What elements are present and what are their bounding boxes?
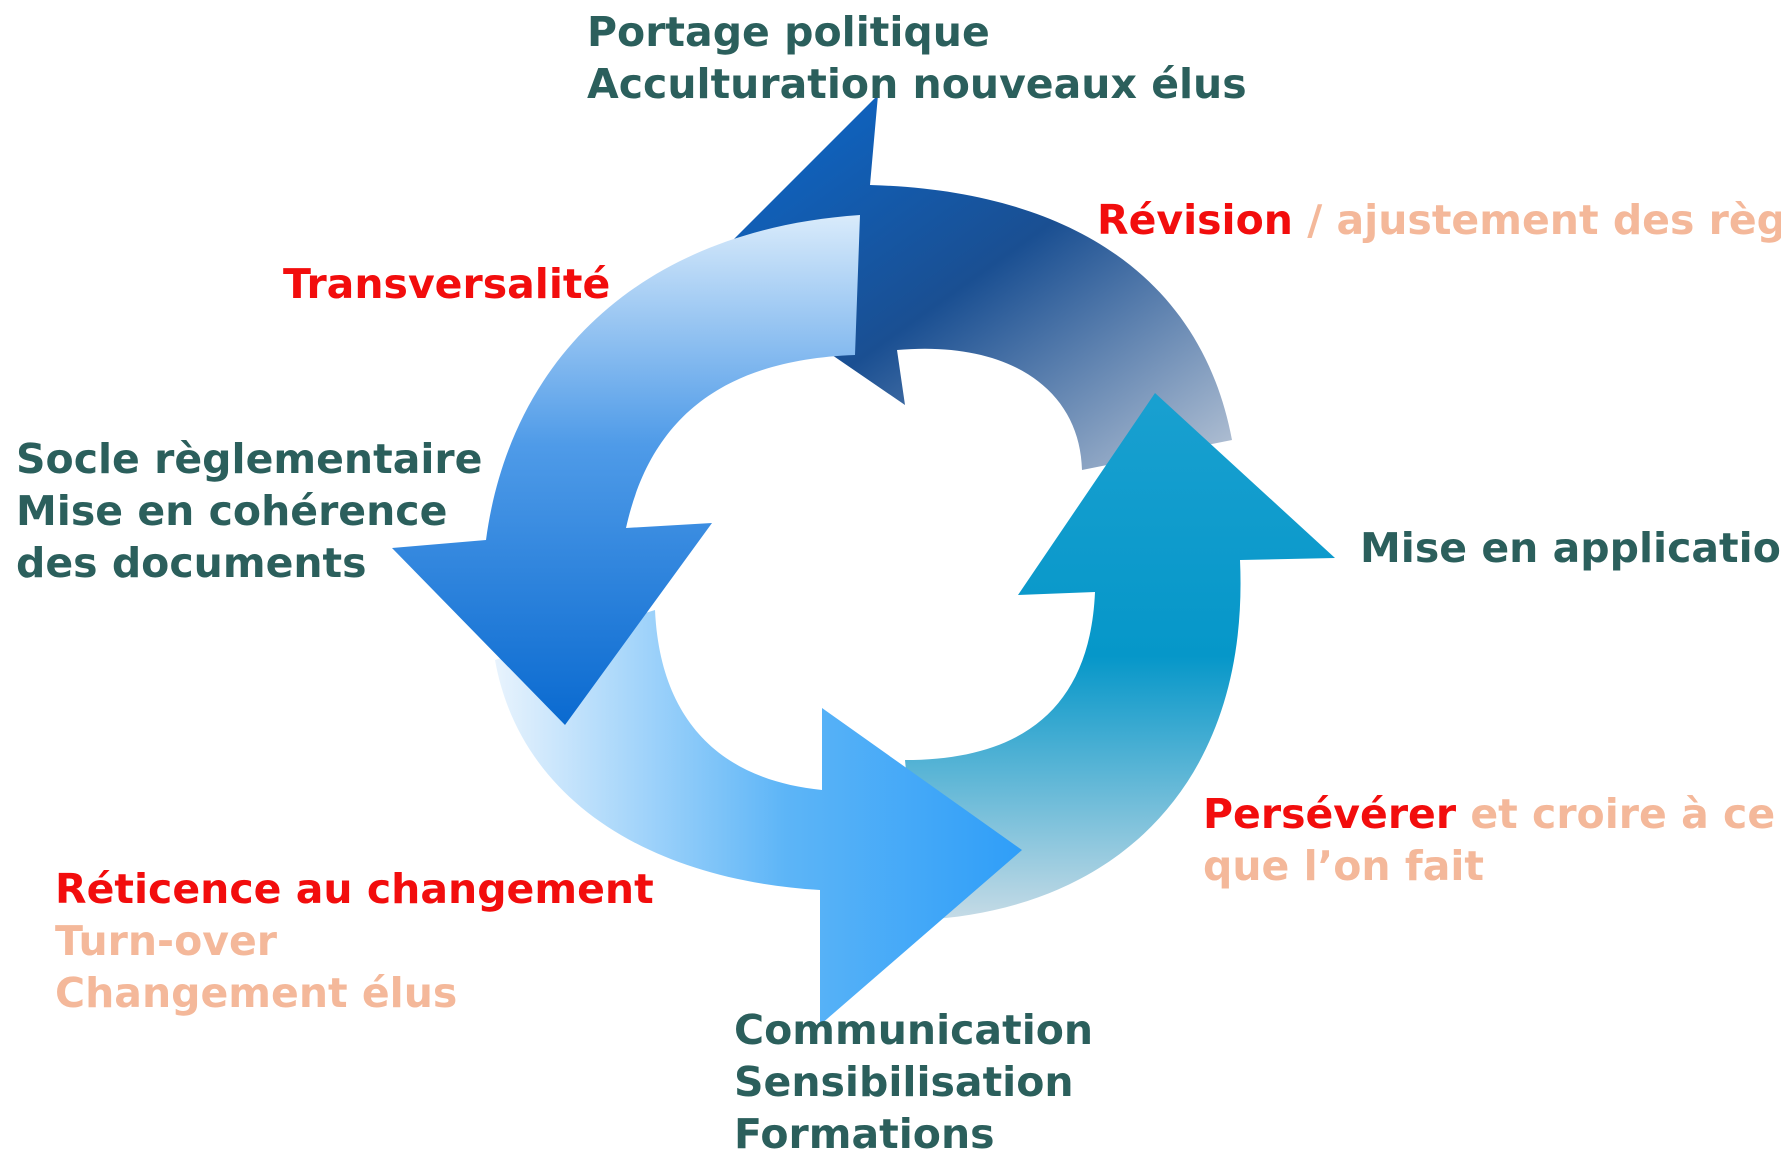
label-perseverer: Persévérer et croire à ce que l’on fait [1203,788,1775,892]
label-perseverer-line1: Persévérer et croire à ce [1203,788,1775,840]
label-portage-line2: Acculturation nouveaux élus [587,60,1247,108]
label-socle-line1: Socle règlementaire [16,435,483,483]
arrow-right [905,393,1335,920]
label-portage-politique: Portage politique Acculturation nouveaux… [587,6,1247,110]
label-comm-line3: Formations [734,1110,995,1158]
label-reticence-line1: Réticence au changement [55,865,654,913]
label-socle-line3: des documents [16,539,367,587]
label-socle-reglementaire: Socle règlementaire Mise en cohérence de… [16,433,482,589]
label-revision-red: Révision [1097,196,1293,244]
label-transversalite: Transversalité [283,260,611,308]
label-reticence: Réticence au changement Turn-over Change… [55,863,654,1019]
label-perseverer-line2: que l’on fait [1203,842,1485,890]
label-comm-line2: Sensibilisation [734,1058,1074,1106]
arrow-bottom [495,610,1022,1025]
label-revision: Révision / ajustement des règles [1097,194,1781,246]
label-revision-rest: / ajustement des règles [1307,196,1781,244]
label-communication: Communication Sensibilisation Formations [734,1004,1093,1160]
label-socle-line2: Mise en cohérence [16,487,448,535]
label-perseverer-rest: et croire à ce [1456,790,1776,838]
label-comm-line1: Communication [734,1006,1094,1054]
arrow-left [392,215,860,725]
label-mise-en-application: Mise en application [1360,524,1781,572]
label-portage-line1: Portage politique [587,8,990,56]
label-turnover: Turn-over [55,917,277,965]
label-changement-elus: Changement élus [55,969,458,1017]
arrow-top [705,95,1232,470]
label-perseverer-red: Persévérer [1203,790,1457,838]
